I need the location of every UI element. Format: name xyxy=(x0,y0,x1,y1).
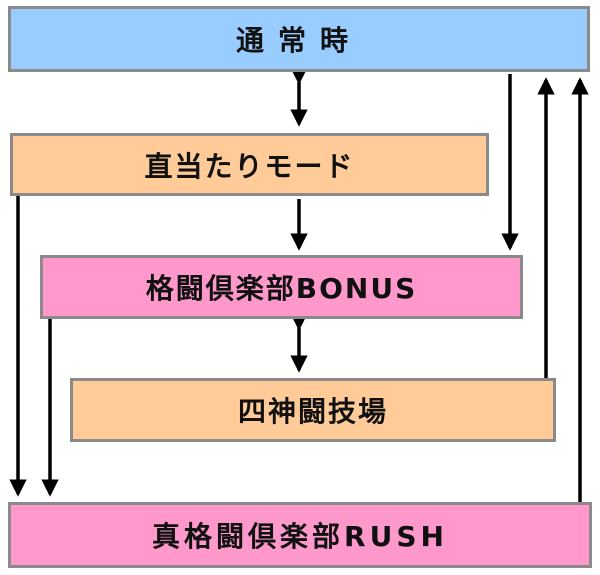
four-gods-arena-box: 四神闘技場 xyxy=(70,378,556,442)
four-gods-arena-label: 四神闘技場 xyxy=(237,395,388,428)
fight-club-bonus-label: 格闘倶楽部BONUS xyxy=(145,272,418,305)
normal-state-label: 通常時 xyxy=(235,24,362,57)
direct-hit-mode-box: 直当たりモード xyxy=(10,133,489,196)
fight-club-bonus-box: 格闘倶楽部BONUS xyxy=(40,255,523,319)
true-fight-club-rush-box: 真格闘倶楽部RUSH xyxy=(8,502,592,568)
normal-state-box: 通常時 xyxy=(8,6,590,72)
true-fight-club-rush-label: 真格闘倶楽部RUSH xyxy=(152,520,448,553)
direct-hit-mode-label: 直当たりモード xyxy=(144,149,355,183)
